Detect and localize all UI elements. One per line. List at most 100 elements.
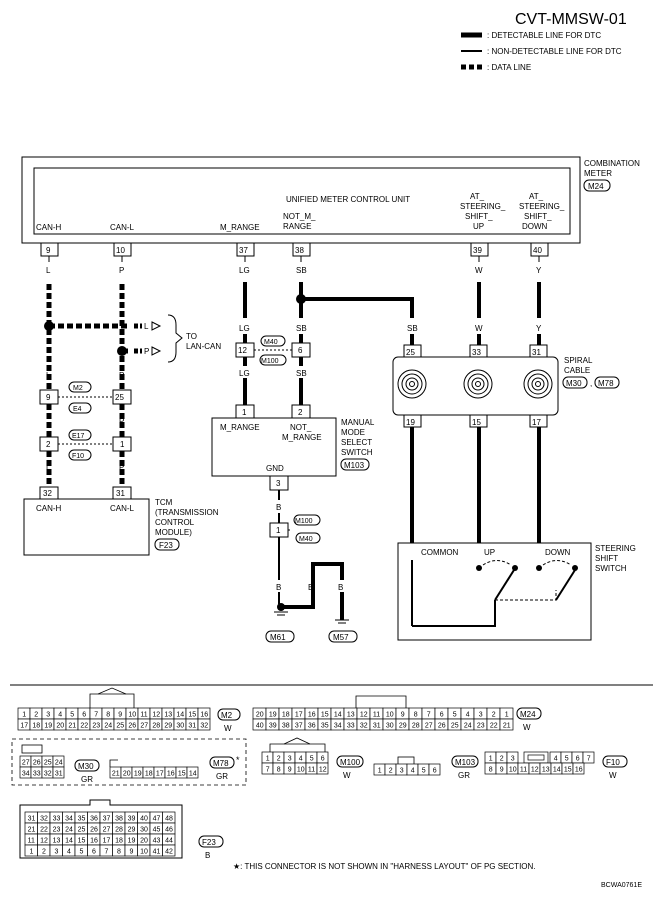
pin-number: 10 <box>297 767 305 774</box>
m78-latch <box>109 759 118 767</box>
pin-number: 7 <box>427 712 431 719</box>
spiral-cable: 25 33 31 19 15 17 SPIRAL CABLE M30 , M78 <box>392 344 620 428</box>
cavity <box>162 844 176 857</box>
svg-text:CONTROL: CONTROL <box>155 518 195 527</box>
svg-text:M103: M103 <box>344 461 365 470</box>
pin-number: 8 <box>277 767 281 774</box>
meter-pin-label-down-4: DOWN <box>522 222 548 231</box>
combination-meter: COMBINATION METER M24 UNIFIED METER CONT… <box>21 156 640 257</box>
pin-number: 1 <box>505 712 509 719</box>
pin-number: 5 <box>422 768 426 775</box>
pin-number: 16 <box>575 767 583 774</box>
cavity <box>582 751 595 764</box>
f10-key-inner <box>527 754 545 761</box>
pin-number: 32 <box>200 723 208 730</box>
pin-number: 34 <box>334 723 342 730</box>
spiral-coil-3 <box>523 369 553 399</box>
pin-number: 6 <box>576 756 580 763</box>
meter-name-1: COMBINATION <box>584 159 640 168</box>
pin-number: 3 <box>46 712 50 719</box>
svg-text:GND: GND <box>266 464 284 473</box>
tcm: 32 31 CAN-H CAN-L TCM (TRANSMISSION CONT… <box>23 486 219 556</box>
pin-number: 9 <box>401 712 405 719</box>
svg-text:M30: M30 <box>566 379 582 388</box>
svg-text:9: 9 <box>46 246 51 255</box>
spiral-coil-2 <box>463 369 493 399</box>
pin-number: 10 <box>509 767 517 774</box>
svg-text:B: B <box>308 583 313 592</box>
pin-number: 31 <box>373 723 381 730</box>
pin-number: 36 <box>90 816 98 823</box>
figure-code: BCWA0761E <box>601 882 642 889</box>
pin-number: 19 <box>269 712 277 719</box>
connector-name: M2 <box>221 711 233 720</box>
pin-number: 10 <box>140 849 148 856</box>
svg-text:MANUAL: MANUAL <box>341 418 375 427</box>
pin-number: 16 <box>167 771 175 778</box>
pin-number: 10 <box>128 712 136 719</box>
cavity <box>572 762 585 775</box>
svg-text:9: 9 <box>46 393 51 402</box>
svg-text:E4: E4 <box>73 406 82 413</box>
can-l-color-2: P <box>119 417 124 426</box>
pin-number: 1 <box>489 756 493 763</box>
pin-number: 27 <box>103 827 111 834</box>
connector-color: W <box>224 724 232 733</box>
cavity <box>197 718 211 731</box>
down-wire: Y Y <box>536 256 542 333</box>
svg-text:15: 15 <box>472 418 481 427</box>
pin-number: 4 <box>299 756 303 763</box>
meter-pin-label-down-2: STEERING_ <box>519 202 565 211</box>
meter-pin-label-up-4: UP <box>473 222 484 231</box>
badge-outline <box>451 755 479 768</box>
svg-text:M_RANGE: M_RANGE <box>220 423 260 432</box>
connector-color: GR <box>216 772 228 781</box>
pin-number: 4 <box>58 712 62 719</box>
cavity <box>428 763 441 776</box>
can-l-wire: P P <box>117 256 128 389</box>
svg-text:W: W <box>475 266 483 275</box>
pin-number: 12 <box>360 712 368 719</box>
svg-text:2: 2 <box>46 440 51 449</box>
meter-pin-label-up-2: STEERING_ <box>460 202 506 211</box>
badge-outline <box>209 756 235 769</box>
badge-outline <box>516 707 542 720</box>
steering-shift-switch: COMMON UP DOWN STEERING SHIFT SWITCH <box>397 542 636 641</box>
pin-number: 14 <box>553 767 561 774</box>
cavity <box>186 766 199 779</box>
pin-number: 23 <box>53 827 61 834</box>
svg-text:33: 33 <box>472 348 481 357</box>
pin-number: 34 <box>65 816 73 823</box>
svg-text:B: B <box>338 583 343 592</box>
pin-number: 18 <box>282 712 290 719</box>
svg-text:31: 31 <box>532 348 541 357</box>
svg-text:31: 31 <box>116 489 125 498</box>
footnote: ★: THIS CONNECTOR IS NOT SHOWN IN "HARNE… <box>233 862 536 871</box>
meter-pin-label-notm-1: NOT_M_ <box>283 212 316 221</box>
pin-number: 7 <box>587 756 591 763</box>
lan-can-arrows: L P TO LAN-CAN <box>134 314 221 363</box>
svg-text:19: 19 <box>406 418 415 427</box>
svg-text:CABLE: CABLE <box>564 366 590 375</box>
can-h-wire: L L <box>44 256 128 389</box>
pin-number: 20 <box>256 712 264 719</box>
svg-text:(TRANSMISSION: (TRANSMISSION <box>155 508 219 517</box>
pin-number: 45 <box>153 827 161 834</box>
svg-text:B: B <box>276 583 281 592</box>
pin-number: 17 <box>103 838 111 845</box>
pin-number: 19 <box>44 723 52 730</box>
pin-number: 17 <box>295 712 303 719</box>
svg-text:B: B <box>276 503 281 512</box>
pin-number: 6 <box>440 712 444 719</box>
pin-number: 8 <box>117 849 121 856</box>
latch-tab <box>283 737 311 745</box>
svg-text:SWITCH: SWITCH <box>595 564 627 573</box>
pin-number: 33 <box>33 771 41 778</box>
svg-text:F10: F10 <box>72 453 84 460</box>
sb-color-spiral: SB <box>407 324 418 333</box>
pin-number: 25 <box>78 827 86 834</box>
svg-text:10: 10 <box>116 246 125 255</box>
meter-pin-label-mrange: M_RANGE <box>220 223 260 232</box>
